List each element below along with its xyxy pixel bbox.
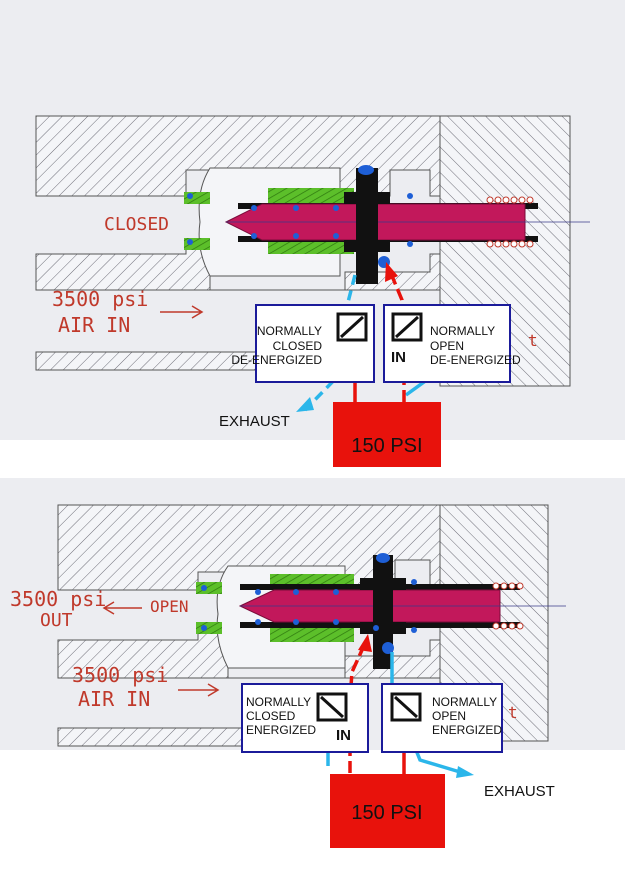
top-air-in: AIR IN [58, 313, 130, 337]
bottom-valve-right-line3: ENERGIZED [432, 723, 502, 737]
top-o-rings [187, 193, 413, 247]
bottom-valve-left-port: IN [336, 727, 351, 744]
top-valve-right-line3: DE-ENERGIZED [430, 353, 521, 367]
bottom-packing-lower [270, 626, 354, 642]
bottom-piston-flange-2 [360, 622, 406, 634]
bottom-state-label: OPEN [150, 597, 189, 616]
bottom-valve-right-line2: OPEN [432, 709, 466, 723]
top-valve-left-line1: NORMALLY [257, 324, 322, 338]
bottom-out: OUT [40, 610, 73, 631]
top-valve-right-line2: OPEN [430, 339, 464, 353]
bottom-bottom-bar [57, 727, 259, 747]
top-exhaust-label: EXHAUST [219, 413, 290, 430]
top-valve-left-slash [339, 315, 365, 339]
bottom-supply-box [330, 774, 445, 848]
bottom-upper-oring [376, 553, 390, 563]
bottom-left-seal-upper [196, 582, 222, 594]
top-valve-right-port: IN [391, 349, 406, 366]
top-spring-coils [486, 196, 534, 248]
bottom-valve-left-line3: ENERGIZED [246, 723, 316, 737]
bottom-valve-right-slash [393, 695, 419, 719]
bottom-edge-mark: t [508, 703, 518, 722]
bottom-exhaust-arrow [456, 766, 474, 778]
bottom-valve-right-line1: NORMALLY [432, 695, 497, 709]
top-upper-oring [358, 165, 374, 175]
bottom-supply-label: 150 PSI [351, 802, 422, 824]
top-valve-right-slash [394, 315, 420, 339]
top-valve-left-line3: DE-ENERGIZED [231, 353, 322, 367]
top-exhaust-arrow [296, 397, 314, 412]
top-supply-label: 150 PSI [351, 435, 422, 457]
top-valve-left-line2: CLOSED [273, 339, 323, 353]
bottom-panel: 3500 psi OUT OPEN 3500 psi AIR IN t NORM… [0, 478, 625, 848]
bottom-air-in-arrow [178, 683, 220, 697]
bottom-valve-left-slash [319, 695, 345, 719]
bottom-exhaust-label: EXHAUST [484, 783, 555, 800]
top-state-label: CLOSED [104, 214, 169, 235]
bottom-pressure-out: 3500 psi [10, 587, 106, 611]
top-valve-right-line1: NORMALLY [430, 324, 495, 338]
bottom-lower-oring [382, 642, 394, 654]
top-supply-box [333, 402, 441, 467]
top-piston-plate [356, 168, 378, 284]
top-air-arrow [385, 262, 398, 282]
bottom-piston-flange [360, 578, 406, 590]
top-panel: CLOSED 3500 psi AIR IN t NORMALLY CLOSED… [0, 0, 625, 467]
top-piston-flange [344, 192, 390, 204]
top-packing-upper [268, 188, 354, 204]
bottom-air-in: AIR IN [78, 687, 150, 711]
bottom-spring-coils [492, 582, 524, 630]
bottom-pressure-in: 3500 psi [72, 663, 168, 687]
top-bottom-bar [35, 351, 259, 371]
bottom-valve-left-line2: CLOSED [246, 709, 296, 723]
bottom-out-arrow [102, 601, 142, 615]
top-air-in-arrow [160, 305, 204, 319]
bottom-left-seal-lower [196, 622, 222, 634]
bottom-valve-left-line1: NORMALLY [246, 695, 311, 709]
top-pressure-in: 3500 psi [52, 287, 148, 311]
top-piston-flange-2 [344, 240, 390, 252]
bottom-air-arrow [358, 634, 372, 652]
top-edge-mark: t [528, 331, 538, 350]
bottom-o-rings [201, 579, 417, 633]
